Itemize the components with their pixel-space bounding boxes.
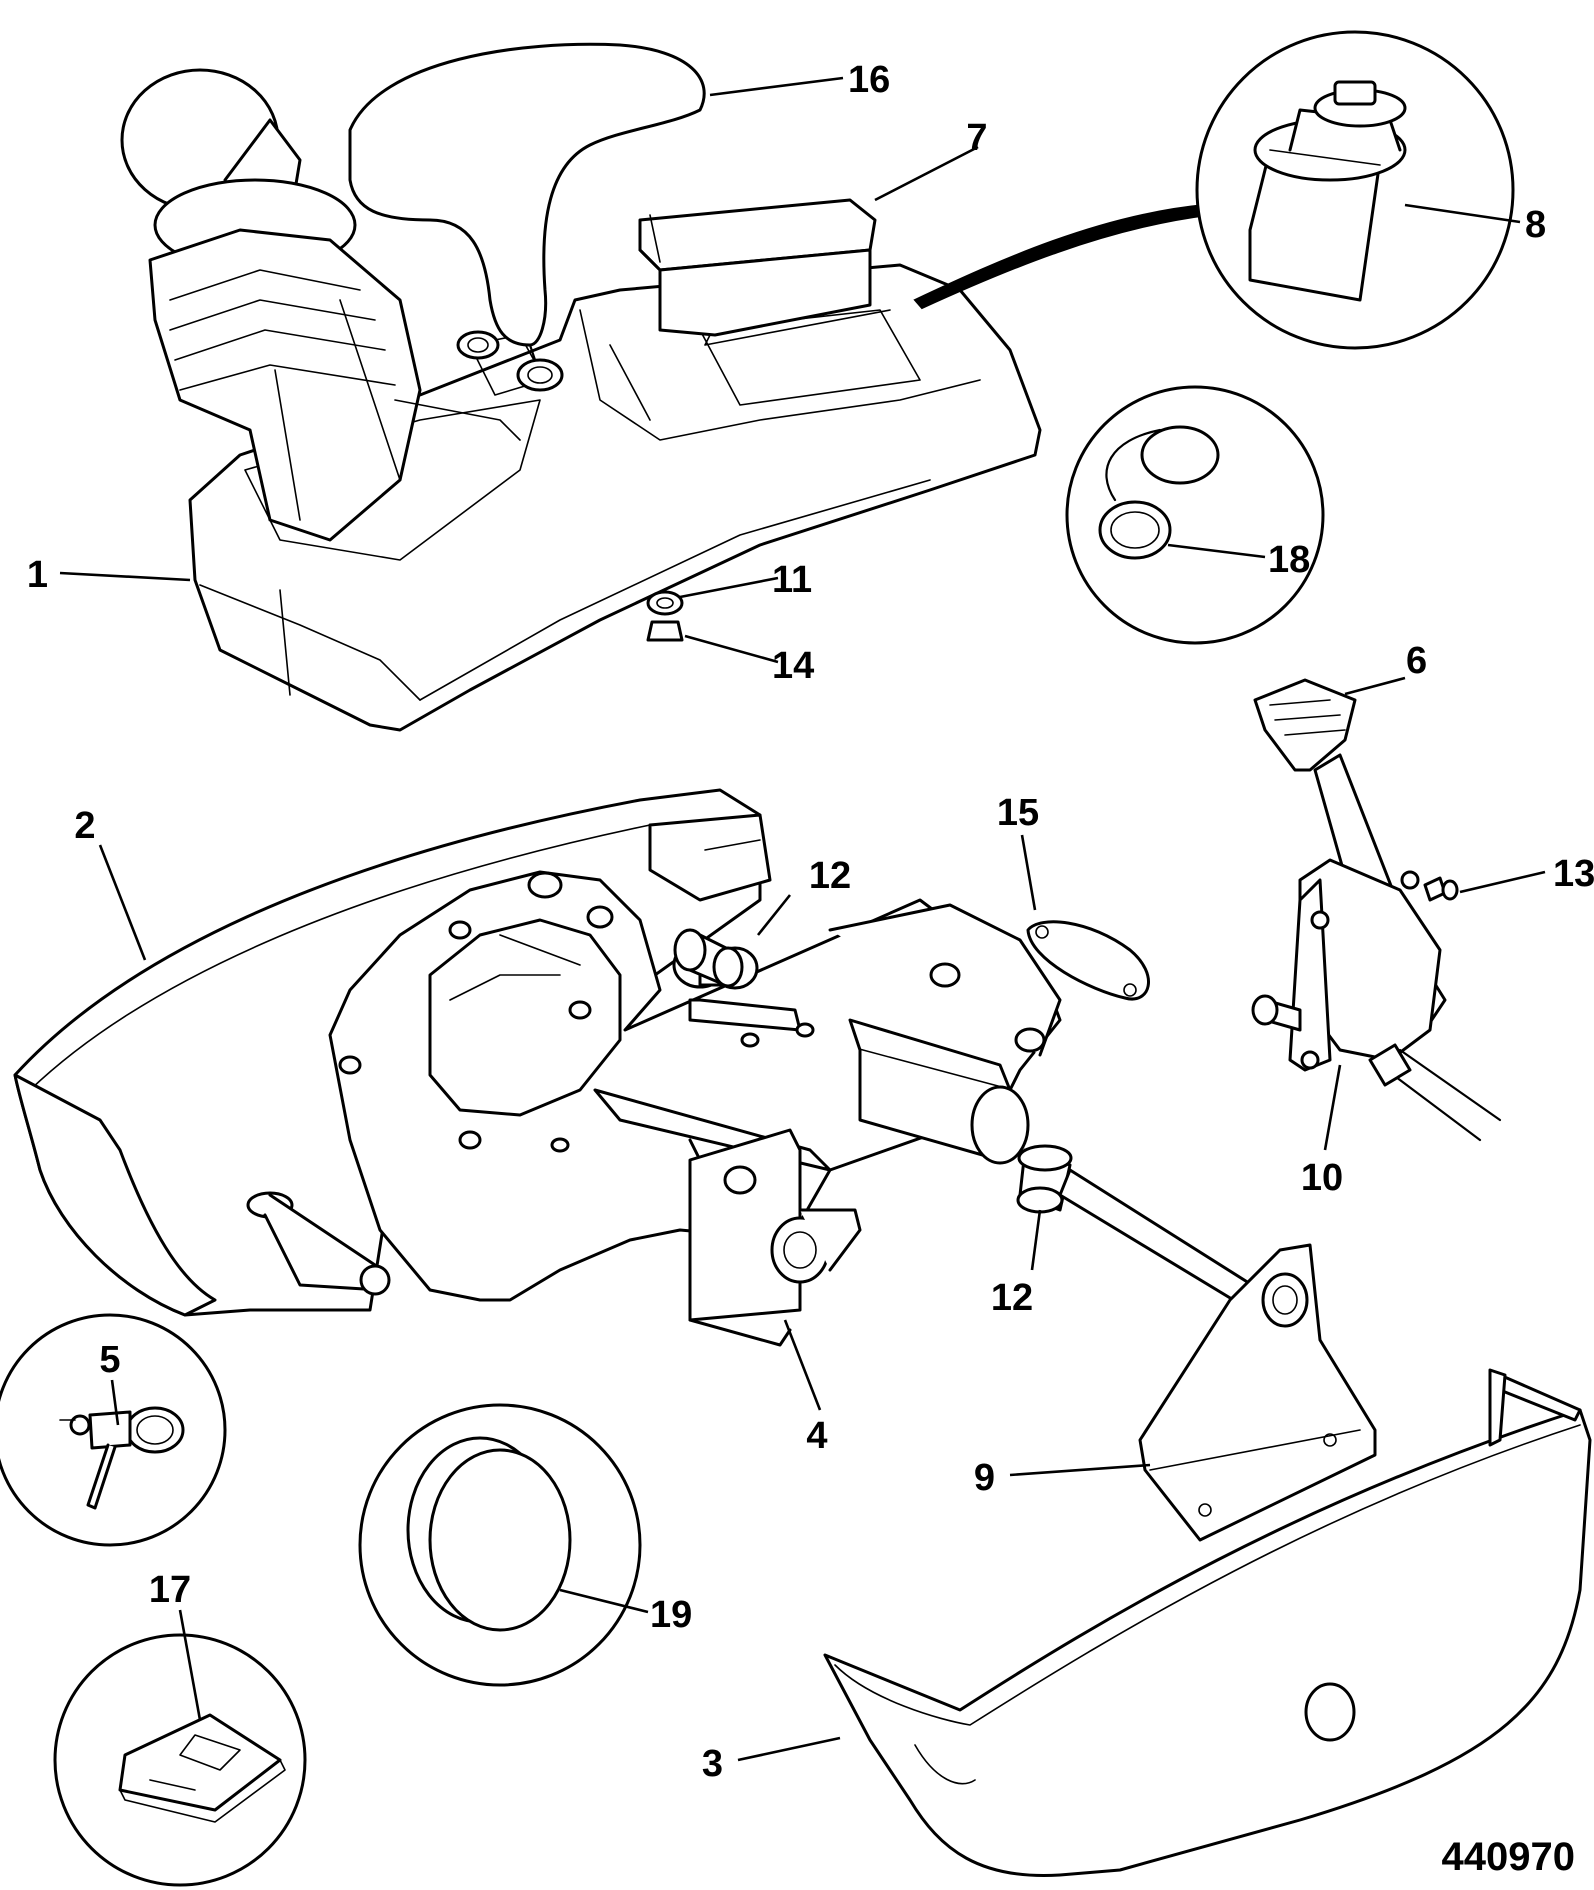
part-7-switch-module — [638, 198, 891, 346]
callout-12-lower: 12 — [991, 1277, 1033, 1319]
callout-12-upper: 12 — [809, 855, 851, 897]
leader-lines — [59, 76, 1546, 1762]
callout-7: 7 — [966, 117, 987, 159]
callout-10: 10 — [1301, 1157, 1343, 1199]
callout-8: 8 — [1525, 204, 1546, 246]
callout-3: 3 — [702, 1743, 723, 1785]
callout-19: 19 — [650, 1594, 692, 1636]
callout-4: 4 — [806, 1415, 827, 1457]
detail-circle-18 — [1065, 385, 1325, 645]
callout-16: 16 — [848, 59, 890, 101]
callout-labels: 1 2 3 4 5 6 7 8 9 10 11 12 12 13 14 15 1… — [27, 59, 1594, 1785]
detail-circle-19 — [358, 1403, 642, 1687]
part-3-right-shroud — [823, 1368, 1592, 1878]
part-9-bracket — [1138, 1243, 1377, 1542]
callout-17: 17 — [149, 1569, 191, 1611]
detail-circle-17 — [53, 1633, 307, 1887]
callout-6: 6 — [1406, 640, 1427, 682]
callout-2: 2 — [74, 805, 95, 847]
callout-14: 14 — [772, 645, 814, 687]
part-16-armrest — [348, 42, 706, 392]
part-4-frame — [328, 870, 1062, 1347]
detail-circle-5 — [0, 1313, 227, 1547]
part-13-screw — [1423, 876, 1459, 902]
part-11-14-washer-nut — [646, 590, 684, 642]
shaft — [1058, 1168, 1262, 1312]
part-6-lever-knob — [1253, 678, 1357, 772]
part-15-gasket — [1026, 920, 1150, 1001]
part-12-bush-upper — [673, 928, 744, 988]
figure-number: 440970 — [1442, 1835, 1575, 1879]
part-1-upper-console — [188, 263, 1042, 732]
callout-1: 1 — [27, 554, 48, 596]
part-10-throttle-lever — [1251, 753, 1502, 1142]
callout-9: 9 — [974, 1457, 995, 1499]
callout-18: 18 — [1268, 539, 1310, 581]
callout-13: 13 — [1553, 853, 1594, 895]
part-12-bush-lower — [1016, 1144, 1073, 1214]
callout-5: 5 — [99, 1339, 120, 1381]
callout-15: 15 — [997, 792, 1039, 834]
joystick — [120, 68, 521, 542]
callout-11: 11 — [772, 559, 812, 601]
detail-circle-8 — [1195, 30, 1515, 350]
